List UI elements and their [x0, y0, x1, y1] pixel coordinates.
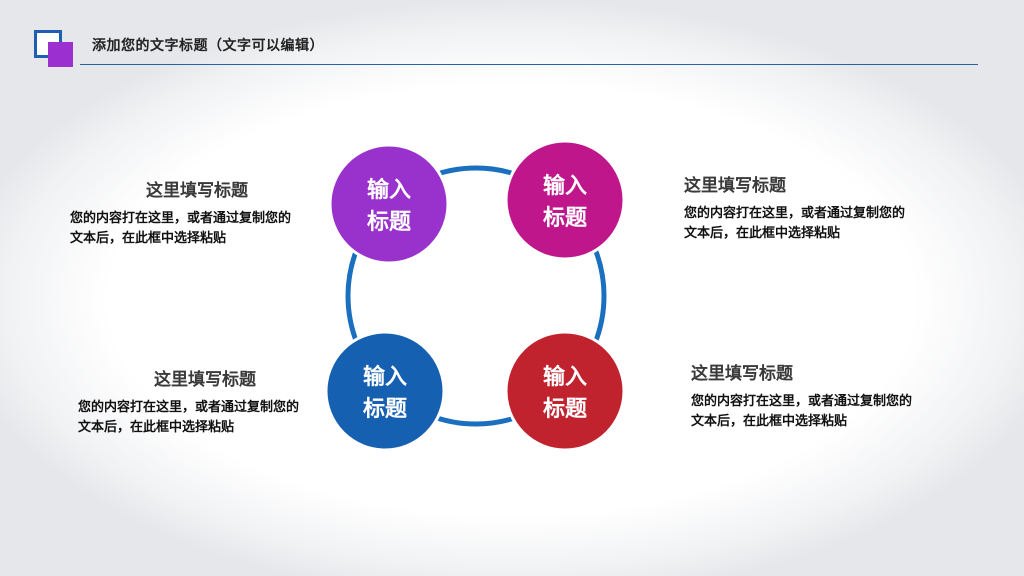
block-title[interactable]: 这里填写标题: [691, 364, 793, 384]
text-block-top-left: 这里填写标题 您的内容打在这里，或者通过复制您的文本后，在此框中选择粘贴: [70, 176, 300, 249]
node-top-right-line2: 标题: [543, 205, 588, 231]
node-bottom-right[interactable]: 输入 标题: [504, 330, 626, 452]
node-bottom-right-line1: 输入: [543, 364, 587, 390]
logo-square-fill: [48, 42, 73, 67]
title-divider: [80, 64, 978, 65]
block-body[interactable]: 您的内容打在这里，或者通过复制您的文本后，在此框中选择粘贴: [70, 211, 292, 246]
text-block-bottom-right: 这里填写标题 您的内容打在这里，或者通过复制您的文本后，在此框中选择粘贴: [691, 359, 921, 432]
node-top-right[interactable]: 输入 标题: [504, 139, 626, 261]
node-bottom-left-line2: 标题: [363, 396, 408, 422]
block-body[interactable]: 您的内容打在这里，或者通过复制您的文本后，在此框中选择粘贴: [691, 394, 913, 429]
node-top-left-line2: 标题: [367, 209, 412, 235]
text-block-top-right: 这里填写标题 您的内容打在这里，或者通过复制您的文本后，在此框中选择粘贴: [684, 171, 914, 244]
block-body[interactable]: 您的内容打在这里，或者通过复制您的文本后，在此框中选择粘贴: [684, 206, 906, 241]
text-block-bottom-left: 这里填写标题 您的内容打在这里，或者通过复制您的文本后，在此框中选择粘贴: [78, 365, 308, 438]
ring: [345, 165, 607, 427]
node-top-left[interactable]: 输入 标题: [328, 143, 450, 265]
block-body[interactable]: 您的内容打在这里，或者通过复制您的文本后，在此框中选择粘贴: [78, 400, 300, 435]
node-bottom-left[interactable]: 输入 标题: [324, 330, 446, 452]
node-top-right-line1: 输入: [543, 173, 587, 199]
block-title[interactable]: 这里填写标题: [684, 176, 786, 196]
node-bottom-right-line2: 标题: [543, 396, 588, 422]
page-title[interactable]: 添加您的文字标题（文字可以编辑）: [92, 38, 324, 54]
node-top-left-line1: 输入: [367, 177, 411, 203]
node-bottom-left-line1: 输入: [363, 364, 407, 390]
block-title[interactable]: 这里填写标题: [154, 370, 256, 390]
block-title[interactable]: 这里填写标题: [146, 181, 248, 201]
